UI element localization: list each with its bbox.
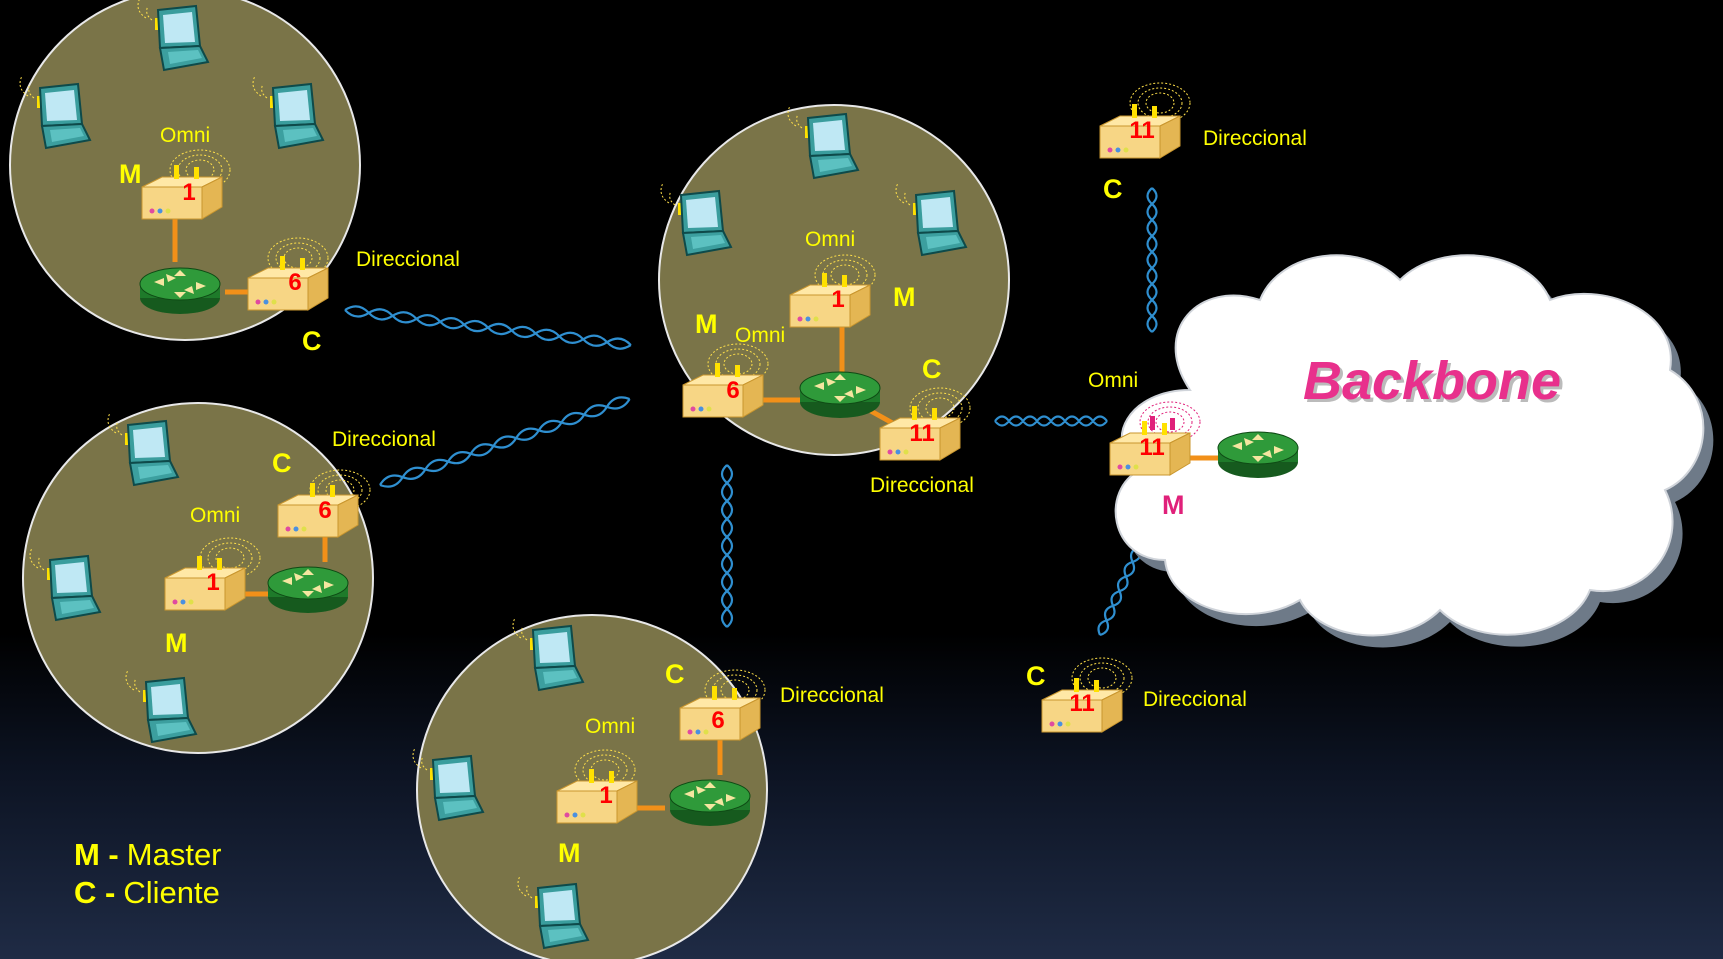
- channel-label: 1: [599, 782, 612, 809]
- cliente-marker: C: [922, 354, 942, 384]
- wireless-link-bottom-center: [720, 464, 734, 628]
- channel-label: 11: [1069, 690, 1094, 717]
- direccional-label: Direccional: [332, 428, 436, 451]
- cliente-marker: C: [665, 659, 685, 689]
- channel-label: 11: [1129, 117, 1154, 144]
- direccional-label: Direccional: [870, 474, 974, 497]
- channel-label: 6: [711, 707, 724, 734]
- cliente-marker: C: [1026, 661, 1046, 691]
- master-marker: M: [695, 309, 718, 339]
- omni-label: Omni: [585, 715, 635, 738]
- channel-label: 11: [909, 420, 934, 447]
- direccional-label: Direccional: [356, 248, 460, 271]
- legend-cliente-key: C -: [74, 875, 115, 910]
- omni-label: Omni: [735, 324, 785, 347]
- master-marker: M: [165, 628, 188, 658]
- cliente-marker: C: [272, 448, 292, 478]
- omni-label: Omni: [160, 124, 210, 147]
- wireless-link-top-backbone: [1146, 187, 1158, 333]
- channel-label: 6: [318, 497, 331, 524]
- legend: M -Master C -Cliente: [74, 837, 222, 910]
- wireless-link-center-backbone: [994, 415, 1108, 427]
- channel-label: 1: [206, 569, 219, 596]
- omni-label: Omni: [190, 504, 240, 527]
- channel-label: 1: [831, 286, 844, 313]
- direccional-label: Direccional: [780, 684, 884, 707]
- router-icon: [267, 566, 349, 614]
- backbone-title-shadow: Backbone: [1306, 354, 1564, 414]
- router-icon: [799, 371, 881, 419]
- wireless-links: [344, 187, 1168, 637]
- cliente-marker: C: [302, 326, 322, 356]
- router-icon: [1217, 431, 1299, 479]
- legend-cliente-row: C -Cliente: [74, 875, 220, 910]
- router-icon: [139, 267, 221, 315]
- master-marker: M: [119, 159, 142, 189]
- backbone-cloud: [1114, 254, 1714, 648]
- legend-master-key: M -: [74, 837, 119, 872]
- master-marker: M: [558, 838, 581, 868]
- omni-label: Omni: [1088, 369, 1138, 392]
- legend-cliente-value: Cliente: [123, 875, 220, 910]
- channel-label: 1: [182, 179, 195, 206]
- cell-topleft: [9, 0, 361, 341]
- channel-label: 6: [288, 269, 301, 296]
- cliente-marker: C: [1103, 174, 1123, 204]
- omni-label: Omni: [805, 228, 855, 251]
- wireless-link-topleft-center: [344, 305, 632, 350]
- legend-master-row: M -Master: [74, 837, 222, 872]
- master-marker: M: [1162, 490, 1185, 520]
- channel-label: 11: [1139, 434, 1164, 461]
- wireless-link-midleft-center: [379, 396, 631, 488]
- direccional-label: Direccional: [1143, 688, 1247, 711]
- cell-center: [658, 104, 1010, 456]
- router-icon: [669, 779, 751, 827]
- channel-label: 6: [726, 377, 739, 404]
- direccional-label: Direccional: [1203, 127, 1307, 150]
- backbone-title: Backbone: [1303, 351, 1561, 411]
- master-marker: M: [893, 282, 916, 312]
- legend-master-value: Master: [127, 837, 222, 872]
